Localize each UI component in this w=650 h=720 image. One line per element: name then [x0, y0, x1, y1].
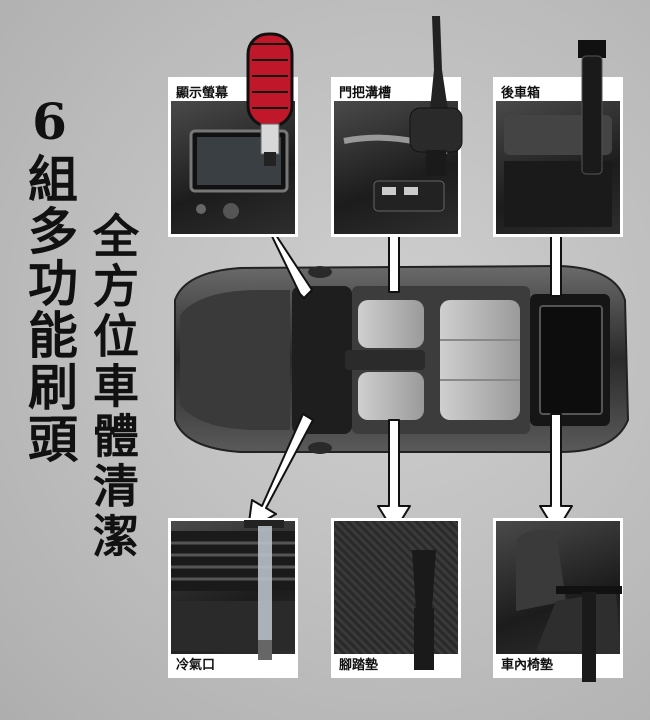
headline-left: 6組多功能刷頭	[20, 92, 79, 465]
photo-door-handle	[334, 101, 458, 234]
photo-dashboard-screen	[171, 101, 295, 234]
mirror-right	[308, 442, 332, 454]
panel-trunk: 後車箱	[493, 77, 623, 237]
mirror-left	[308, 266, 332, 278]
panel-label-mat: 腳踏墊	[339, 658, 379, 673]
panel-label-vent: 冷氣口	[176, 658, 216, 673]
panel-label-door: 門把溝槽	[339, 86, 392, 101]
photo-trunk	[496, 101, 620, 234]
panel-door-handle: 門把溝槽	[331, 77, 461, 237]
panel-air-vent: 冷氣口	[168, 518, 298, 678]
photo-air-vent	[171, 521, 295, 654]
panel-label-seat: 車內椅墊	[501, 658, 554, 673]
panel-floor-mat: 腳踏墊	[331, 518, 461, 678]
panel-screen: 顯示螢幕	[168, 77, 298, 237]
car-seats	[345, 300, 520, 420]
panel-label-trunk: 後車箱	[501, 86, 541, 101]
photo-seat-cushion	[496, 521, 620, 654]
panel-seat-cushion: 車內椅墊	[493, 518, 623, 678]
headline-right: 全方位車體清潔	[86, 212, 140, 562]
photo-floor-mat	[334, 521, 458, 654]
panel-label-screen: 顯示螢幕	[176, 86, 229, 101]
